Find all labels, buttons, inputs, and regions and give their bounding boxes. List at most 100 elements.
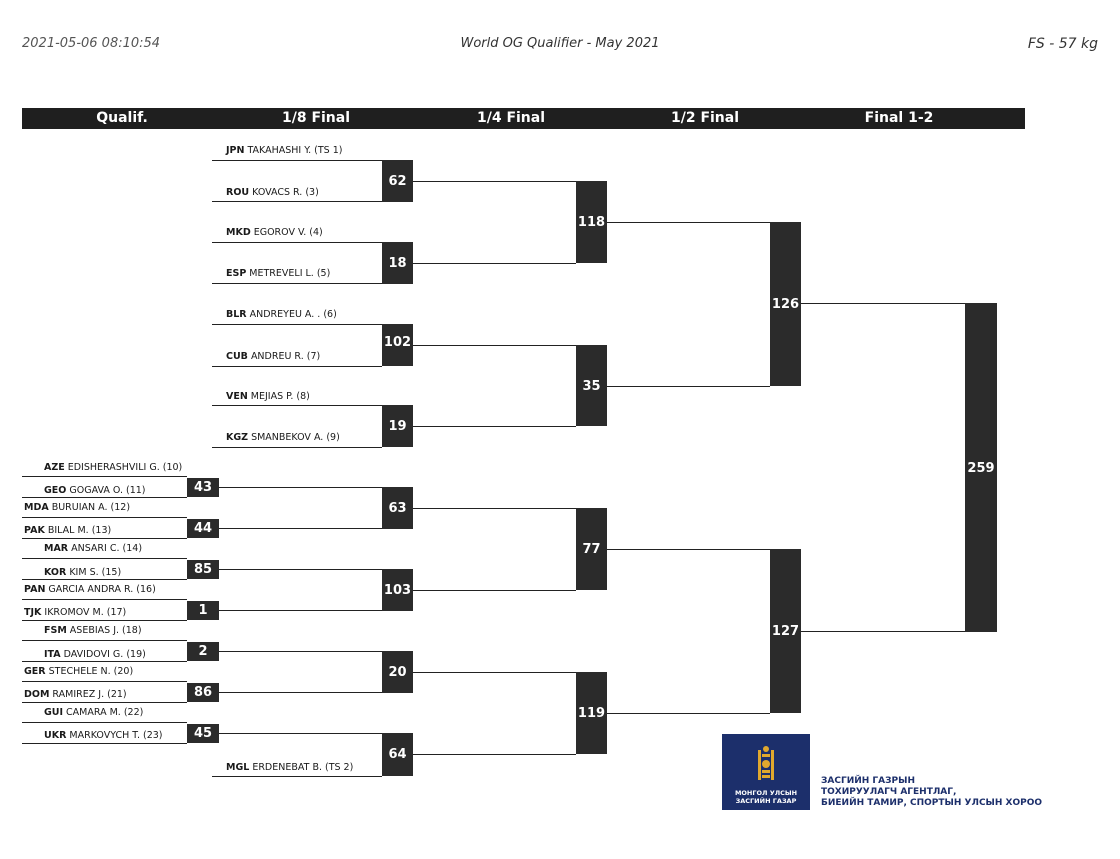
bout-number: 1	[198, 603, 208, 618]
bracket-line	[219, 610, 382, 611]
round-label-semi: 1/2 Final	[670, 110, 740, 126]
wrestler-noc: DOM	[24, 689, 50, 700]
wrestler-noc: GUI	[44, 707, 64, 718]
bracket-line	[212, 324, 382, 325]
bracket-line	[22, 599, 187, 600]
bracket-line	[22, 497, 187, 498]
bout-box: 127	[770, 549, 801, 713]
soyombo-emblem-icon	[758, 746, 774, 780]
bracket-line	[219, 651, 382, 652]
bout-number: 118	[577, 215, 606, 230]
wrestler-name: EGOROV V. (4)	[253, 227, 323, 238]
bracket-line	[22, 538, 187, 539]
bracket-line	[22, 640, 187, 641]
bout-number: 43	[193, 480, 213, 495]
wrestler-noc: MKD	[226, 227, 251, 238]
wrestler-noc: GEO	[44, 485, 67, 496]
bracket-line	[22, 476, 187, 477]
bout-box: 44	[187, 519, 219, 538]
wrestler-noc: PAK	[24, 525, 45, 536]
bracket-line	[22, 722, 187, 723]
wrestler-name: ASEBIAS J. (18)	[69, 625, 142, 636]
wrestler-noc: CUB	[226, 351, 248, 362]
bracket-line	[22, 681, 187, 682]
bout-number: 45	[193, 726, 213, 741]
bout-number: 103	[383, 583, 412, 598]
bracket-line	[22, 661, 187, 662]
bracket-line	[22, 579, 187, 580]
bracket-line	[22, 620, 187, 621]
wrestler-noc: PAN	[24, 584, 46, 595]
bout-box: 119	[576, 672, 607, 754]
bout-box: 18	[382, 242, 413, 284]
round-label-eighth: 1/8 Final	[281, 110, 351, 126]
wrestler-noc: FSM	[44, 625, 67, 636]
event-title: World OG Qualifier - May 2021	[460, 36, 660, 51]
bracket-line	[607, 222, 770, 223]
bout-box: 19	[382, 405, 413, 447]
bout-number: 18	[388, 256, 407, 271]
bracket-line	[413, 590, 576, 591]
wrestler-noc: TJK	[24, 607, 42, 618]
logo-text-line: МОНГОЛ УЛСЫН	[734, 789, 798, 797]
round-label-final: Final 1-2	[864, 110, 934, 126]
bracket-line	[22, 517, 187, 518]
bout-box: 45	[187, 724, 219, 743]
bout-box: 43	[187, 478, 219, 497]
wrestler-name: ANDREYEU A. . (6)	[249, 309, 337, 320]
bout-number: 2	[198, 644, 208, 659]
bout-box: 20	[382, 651, 413, 693]
wrestler-noc: KGZ	[226, 432, 249, 443]
bracket-line	[801, 631, 965, 632]
wrestler-noc: JPN	[226, 145, 245, 156]
bout-box: 64	[382, 733, 413, 776]
bout-number: 126	[771, 297, 800, 312]
wrestler-name: GARCIA ANDRA R. (16)	[48, 584, 156, 595]
wrestler-noc: MDA	[24, 502, 49, 513]
bout-number: 119	[577, 706, 606, 721]
org-line: ЗАСГИЙН ГАЗРЫН	[821, 776, 915, 786]
bracket-line	[212, 160, 382, 161]
bracket-line	[801, 303, 965, 304]
bout-box: 63	[382, 487, 413, 529]
bracket-line	[413, 426, 576, 427]
bout-number: 102	[383, 335, 412, 350]
bracket-line	[219, 733, 382, 734]
bracket-line	[212, 447, 382, 448]
wrestler-name: DAVIDOVI G. (19)	[63, 649, 146, 660]
rounds-header-bar	[22, 108, 1025, 129]
bout-box: 2	[187, 642, 219, 661]
round-label-qualif: Qualif.	[96, 110, 148, 126]
wrestler-name: CAMARA M. (22)	[66, 707, 144, 718]
bracket-line	[607, 713, 770, 714]
bracket-line	[607, 549, 770, 550]
bracket-line	[219, 692, 382, 693]
wrestler-noc: UKR	[44, 730, 67, 741]
bout-box: 1	[187, 601, 219, 620]
bracket-line	[212, 405, 382, 406]
wrestler-name: GOGAVA O. (11)	[69, 485, 146, 496]
bracket-line	[212, 776, 382, 777]
bout-number: 19	[388, 419, 407, 434]
sponsor-organization: ЗАСГИЙН ГАЗРЫН ТОХИРУУЛАГЧ АГЕНТЛАГ, БИЕ…	[821, 776, 1042, 809]
wrestler-name: BURUIAN A. (12)	[51, 502, 131, 513]
bracket-line	[219, 528, 382, 529]
wrestler-name: MARKOVYCH T. (23)	[69, 730, 163, 741]
government-logo: МОНГОЛ УЛСЫН ЗАСГИЙН ГАЗАР	[722, 734, 810, 810]
bout-number: 85	[193, 562, 213, 577]
org-line: ТОХИРУУЛАГЧ АГЕНТЛАГ,	[821, 787, 957, 797]
wrestler-noc: AZE	[44, 462, 65, 473]
